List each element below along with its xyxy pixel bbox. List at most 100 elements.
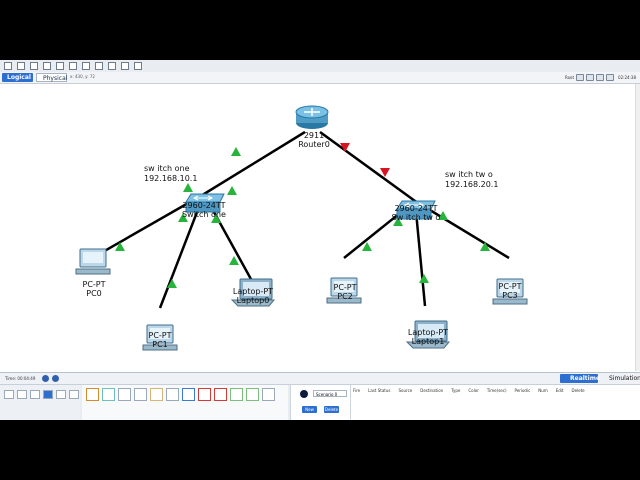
pc2-type: PC-PT — [333, 283, 357, 292]
console-cable-icon[interactable] — [102, 388, 115, 401]
link-up-light — [167, 279, 177, 288]
workspace-tabs: Logical Physical x: 430, y: 72 Root 02:2… — [0, 72, 640, 84]
pc3-label[interactable]: PC-PT PC3 — [498, 282, 521, 300]
link-up-light — [480, 242, 490, 251]
laptop1-icon[interactable] — [405, 320, 451, 349]
vertical-scrollbar[interactable] — [635, 84, 640, 371]
pc0-name: PC0 — [86, 289, 102, 298]
pc3-type: PC-PT — [498, 282, 522, 291]
pdu-header-num: Num — [538, 388, 548, 393]
link-up-light — [393, 217, 403, 226]
back-icon[interactable] — [576, 74, 585, 81]
delete-scenario-button[interactable]: Delete — [324, 406, 339, 413]
pc1-icon[interactable] — [142, 324, 178, 351]
pdu-list: Fire Last Status Source Destination Type… — [350, 385, 640, 420]
laptop1-label[interactable]: Laptop-PT Laptop1 — [408, 328, 448, 346]
coaxial-cable-icon[interactable] — [182, 388, 195, 401]
switches-category-icon[interactable] — [17, 390, 27, 399]
auto-connection-icon[interactable] — [86, 388, 99, 401]
place-note-icon[interactable] — [108, 62, 116, 70]
laptop0-name: Laptop0 — [236, 296, 270, 305]
usb-cable-icon[interactable] — [262, 388, 275, 401]
pdu-header-destination: Destination — [420, 388, 444, 393]
inspect-icon[interactable] — [17, 62, 25, 70]
router-icon[interactable] — [295, 105, 329, 129]
link-up-light — [362, 242, 372, 251]
octal-cable-icon[interactable] — [230, 388, 243, 401]
link-status-lights — [115, 143, 490, 288]
laptop0-label[interactable]: Laptop-PT Laptop0 — [233, 287, 273, 305]
iot-cable-icon[interactable] — [246, 388, 259, 401]
pc2-label[interactable]: PC-PT PC2 — [333, 283, 356, 301]
laptop1-name: Laptop1 — [411, 337, 445, 346]
note-one[interactable]: sw itch one 192.168.10.1 — [144, 164, 197, 184]
resize-icon[interactable] — [43, 62, 51, 70]
wireless-category-icon[interactable] — [69, 390, 79, 399]
fast-forward-icon[interactable] — [52, 375, 59, 382]
switch-one-label[interactable]: 2960-24TT Switch one — [182, 201, 226, 219]
link-up-light — [115, 242, 125, 251]
scenario-icon — [300, 390, 308, 398]
crossover-cable-icon[interactable] — [134, 388, 147, 401]
pc0-icon[interactable] — [75, 248, 111, 275]
serial-dce-cable-icon[interactable] — [198, 388, 211, 401]
switch-one-icon[interactable] — [185, 193, 225, 213]
pc2-name: PC2 — [337, 292, 353, 301]
play-icon[interactable] — [42, 375, 49, 382]
pdu-header-color: Color — [468, 388, 479, 393]
tab-logical[interactable]: Logical — [2, 73, 33, 82]
connections-category-icon[interactable] — [43, 390, 53, 399]
laptop1-type: Laptop-PT — [407, 328, 449, 337]
pdu-header-periodic: Periodic — [514, 388, 531, 393]
add-pdu-icon[interactable] — [121, 62, 129, 70]
select-icon[interactable] — [4, 62, 12, 70]
pdu-table-header: Fire Last Status Source Destination Type… — [351, 388, 585, 393]
end-devices-category-icon[interactable] — [56, 390, 66, 399]
link-up-light — [178, 213, 188, 222]
laptop0-icon[interactable] — [230, 278, 276, 307]
pdu-header-fire: Fire — [353, 388, 361, 393]
note-icon[interactable] — [56, 62, 64, 70]
router-model: 2911 — [303, 131, 325, 140]
switch-two-label[interactable]: 2960-24TT Sw itch tw o — [392, 204, 441, 222]
routers-category-icon[interactable] — [4, 390, 14, 399]
router-label[interactable]: 2911 Router0 — [298, 131, 330, 149]
simulation-mode-button[interactable]: Simulation — [609, 375, 640, 382]
pc2-icon[interactable] — [326, 277, 362, 304]
switch-two-icon[interactable] — [396, 200, 436, 220]
straight-through-cable-icon[interactable] — [118, 388, 131, 401]
pdu-header-delete: Delete — [571, 388, 585, 393]
pdu-header-last-status: Last Status — [368, 388, 391, 393]
delete-icon[interactable] — [30, 62, 38, 70]
fiber-cable-icon[interactable] — [150, 388, 163, 401]
pc1-name: PC1 — [152, 340, 168, 349]
complex-pdu-icon[interactable] — [134, 62, 142, 70]
pc3-icon[interactable] — [492, 278, 528, 305]
viewport-icon[interactable] — [606, 74, 615, 81]
logical-workspace[interactable]: sw itch one 192.168.10.1 sw itch tw o 19… — [0, 84, 640, 371]
new-cluster-icon[interactable] — [586, 74, 595, 81]
pdu-header-edit: Edit — [555, 388, 564, 393]
pdu-header-time: Time(sec) — [486, 388, 507, 393]
phone-cable-icon[interactable] — [166, 388, 179, 401]
root-label: Root — [564, 75, 575, 80]
pc0-label[interactable]: PC-PT PC0 — [82, 280, 105, 298]
realtime-mode-button[interactable]: Realtime — [560, 374, 600, 383]
switch-two-model: 2960-24TT — [394, 204, 438, 213]
draw-line-icon[interactable] — [69, 62, 77, 70]
note-two[interactable]: sw itch tw o 192.168.20.1 — [445, 170, 498, 190]
serial-dte-cable-icon[interactable] — [214, 388, 227, 401]
top-time: 02:24:38 — [618, 75, 636, 80]
scenario-select[interactable]: Scenario 0 — [313, 390, 347, 397]
tab-physical[interactable]: Physical — [36, 73, 67, 82]
move-object-icon[interactable] — [596, 74, 605, 81]
packet-tracer-window: Logical Physical x: 430, y: 72 Root 02:2… — [0, 60, 640, 420]
draw-shape-icon[interactable] — [82, 62, 90, 70]
move-layout-icon[interactable] — [95, 62, 103, 70]
link-up-light — [231, 147, 241, 156]
hubs-category-icon[interactable] — [30, 390, 40, 399]
pc1-label[interactable]: PC-PT PC1 — [148, 331, 171, 349]
link-up-light — [438, 211, 448, 220]
new-scenario-button[interactable]: New — [302, 406, 317, 413]
view-controls: Root 02:24:38 — [565, 73, 636, 82]
